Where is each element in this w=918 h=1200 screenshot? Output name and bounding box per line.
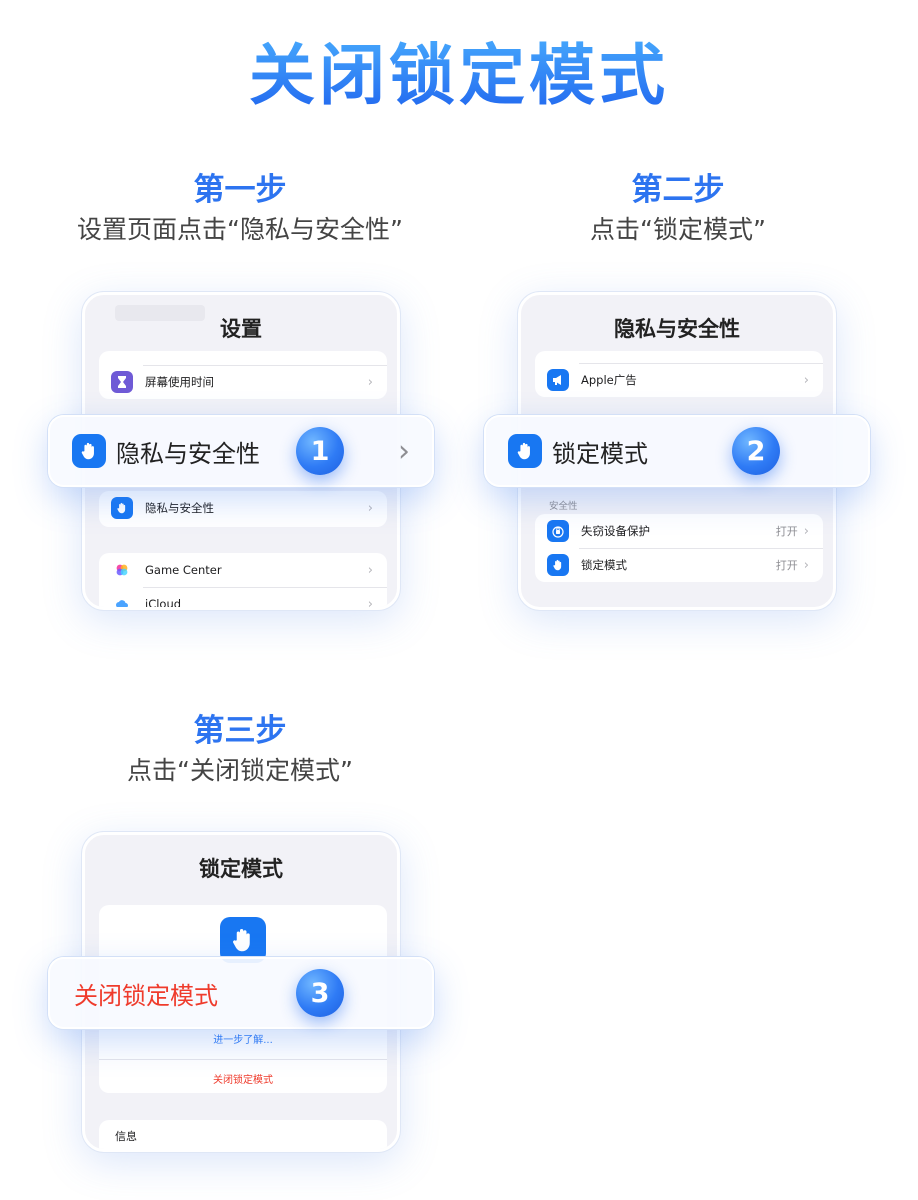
step-number-badge: 2	[732, 427, 780, 475]
chevron-right-icon: ›	[367, 500, 373, 516]
hand-icon	[72, 434, 106, 468]
chevron-right-icon: ›	[803, 372, 809, 388]
row-label: 隐私与安全性	[145, 501, 214, 515]
hand-icon	[220, 917, 266, 963]
step-1-description: 设置页面点击“隐私与安全性”	[77, 215, 403, 244]
row-label: 失窃设备保护	[581, 524, 650, 538]
section-label: 安全性	[549, 501, 578, 512]
ghost-row	[115, 305, 205, 321]
security-group: 失窃设备保护 打开 › 锁定模式 打开 ›	[535, 514, 823, 582]
chevron-right-icon: ›	[803, 557, 809, 573]
callout-label: 隐私与安全性	[116, 439, 260, 468]
hand-icon	[547, 554, 569, 576]
screen-title: 锁定模式	[199, 857, 283, 881]
divider	[99, 1059, 387, 1060]
screen-title: 设置	[220, 317, 262, 341]
icloud-icon	[111, 593, 133, 607]
game-center-icon	[111, 559, 133, 581]
chevron-right-icon: ›	[367, 562, 373, 578]
chevron-right-icon: ›	[367, 374, 373, 390]
step-2-description: 点击“锁定模式”	[590, 215, 766, 244]
lock-shield-icon	[547, 520, 569, 542]
chevron-right-icon: ›	[803, 523, 809, 539]
megaphone-icon	[547, 369, 569, 391]
step-3-heading: 第三步	[193, 713, 287, 749]
settings-group-2: 隐私与安全性 ›	[99, 491, 387, 527]
row-label: 锁定模式	[581, 558, 627, 572]
hand-icon	[111, 497, 133, 519]
settings-group-1: 屏幕使用时间 ›	[99, 351, 387, 399]
info-section: 信息	[99, 1120, 387, 1149]
privacy-group-1: Apple广告 ›	[535, 351, 823, 397]
hourglass-icon	[111, 371, 133, 393]
step-3-callout[interactable]: 关闭锁定模式 3	[48, 957, 434, 1029]
step-1-heading: 第一步	[193, 172, 287, 208]
page-title: 关闭锁定模式	[0, 22, 918, 118]
step-1-callout[interactable]: 隐私与安全性 1 ›	[48, 415, 434, 487]
turn-off-lockdown-button[interactable]: 关闭锁定模式	[213, 1075, 273, 1086]
chevron-right-icon: ›	[367, 596, 373, 610]
step-3-description: 点击“关闭锁定模式”	[127, 756, 353, 785]
info-title: 信息	[115, 1130, 137, 1143]
stolen-device-protection-row[interactable]: 失窃设备保护 打开 ›	[535, 514, 823, 548]
row-label: 屏幕使用时间	[145, 375, 214, 389]
icloud-row[interactable]: iCloud ›	[99, 587, 387, 610]
row-value: 打开	[775, 559, 798, 572]
callout-label: 关闭锁定模式	[74, 981, 218, 1010]
step-2-heading: 第二步	[631, 172, 725, 208]
row-label: Apple广告	[581, 373, 637, 387]
chevron-right-icon: ›	[398, 434, 410, 469]
step-2-callout[interactable]: 锁定模式 2	[484, 415, 870, 487]
callout-label: 锁定模式	[552, 439, 648, 468]
settings-group-3: Game Center › iCloud ›	[99, 553, 387, 610]
row-label: iCloud	[145, 597, 182, 610]
row-label: Game Center	[145, 563, 222, 577]
learn-more-link[interactable]: 进一步了解...	[213, 1035, 273, 1046]
screen-time-row[interactable]: 屏幕使用时间 ›	[99, 365, 387, 399]
game-center-row[interactable]: Game Center ›	[99, 553, 387, 587]
screen-title: 隐私与安全性	[614, 317, 740, 341]
row-value: 打开	[775, 525, 798, 538]
step-number-badge: 1	[296, 427, 344, 475]
step-number-badge: 3	[296, 969, 344, 1017]
privacy-security-row[interactable]: 隐私与安全性 ›	[99, 491, 387, 525]
lockdown-mode-row[interactable]: 锁定模式 打开 ›	[535, 548, 823, 582]
apple-ads-row[interactable]: Apple广告 ›	[535, 363, 823, 397]
hand-icon	[508, 434, 542, 468]
